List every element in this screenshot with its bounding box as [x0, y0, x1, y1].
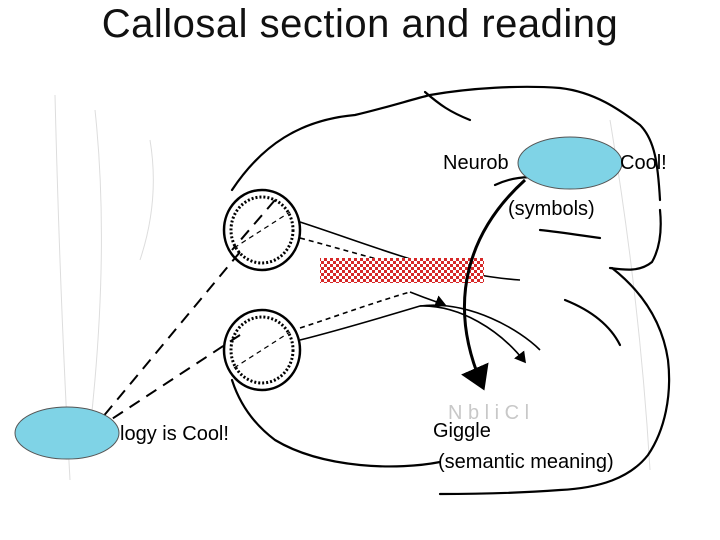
top-word-occluder	[517, 136, 623, 190]
left-field-text: logy is Cool!	[120, 423, 229, 445]
visual-field-lines	[91, 199, 276, 433]
lower-eye	[222, 308, 302, 392]
giggle-label: Giggle	[433, 420, 491, 442]
top-word-end: Cool!	[620, 152, 667, 174]
brain-outline	[230, 85, 671, 496]
top-word-partial: Neurob	[443, 152, 509, 174]
upper-eye	[222, 188, 302, 272]
optic-pathways	[299, 221, 541, 364]
processing-arrow	[461, 178, 527, 391]
faded-ghost-text: N b l i C l	[448, 402, 529, 424]
symbols-label: (symbols)	[508, 198, 595, 220]
semantic-label: (semantic meaning)	[438, 451, 614, 473]
callosum-section	[320, 258, 484, 283]
slide-title: Callosal section and reading	[101, 2, 619, 46]
left-word-occluder	[14, 406, 120, 460]
